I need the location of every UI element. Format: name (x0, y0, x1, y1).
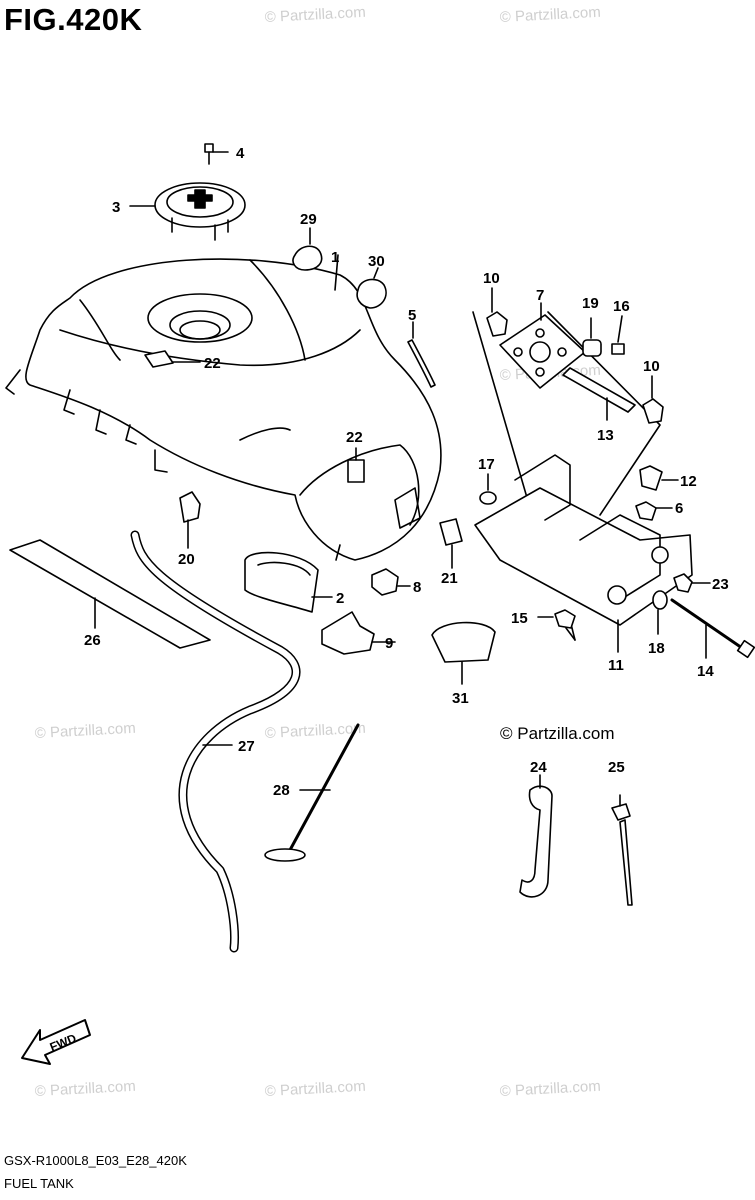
label-22 (144, 350, 174, 368)
callout-18: 18 (648, 640, 665, 657)
callout-3: 3 (112, 199, 120, 216)
callout-8: 8 (413, 579, 421, 596)
band-24 (519, 785, 553, 898)
fuel-tank-1 (5, 254, 442, 561)
watermark: © Partzilla.com (499, 1078, 601, 1100)
watermark: © Partzilla.com (34, 720, 136, 742)
washer-18 (652, 590, 668, 610)
callout-19: 19 (582, 295, 599, 312)
grommet-8 (371, 568, 399, 596)
callout-15: 15 (511, 610, 528, 627)
callout-5: 5 (408, 307, 416, 324)
nut-23 (673, 573, 693, 593)
callout-7: 7 (536, 287, 544, 304)
fwd-arrow (21, 1019, 91, 1065)
clip-12 (639, 465, 663, 491)
callout-16: 16 (613, 298, 630, 315)
nut-6 (635, 501, 657, 521)
callout-9: 9 (385, 635, 393, 652)
callout-31: 31 (452, 690, 469, 707)
callout-25: 25 (608, 759, 625, 776)
collar-19 (582, 339, 602, 357)
callout-6: 6 (675, 500, 683, 517)
bolt-15 (554, 609, 576, 629)
callout-21: 21 (441, 570, 458, 587)
drain-tube-28 (288, 723, 360, 852)
callout-29: 29 (300, 211, 317, 228)
figure-title: FIG.420K (4, 2, 143, 37)
callout-23: 23 (712, 576, 729, 593)
label-22 (347, 459, 365, 483)
cushion-10 (486, 311, 508, 337)
callout-10: 10 (483, 270, 500, 287)
pad-29 (292, 245, 323, 271)
callout-10: 10 (643, 358, 660, 375)
fuel-cap-3 (129, 182, 246, 241)
strip-5 (407, 339, 436, 388)
bracket-9 (321, 611, 375, 655)
label-21 (439, 518, 463, 546)
callout-17: 17 (478, 456, 495, 473)
callout-12: 12 (680, 473, 697, 490)
callout-30: 30 (368, 253, 385, 270)
part-group-name: FUEL TANK (4, 1176, 74, 1191)
callout-14: 14 (697, 663, 714, 680)
watermark: © Partzilla.com (34, 1078, 136, 1100)
watermark: © Partzilla.com (264, 720, 366, 742)
callout-13: 13 (597, 427, 614, 444)
bolt-16 (611, 343, 625, 355)
cushion-17 (479, 491, 497, 505)
watermark: © Partzilla.com (264, 4, 366, 26)
sheet-26 (9, 539, 211, 649)
tie-25 (611, 803, 631, 821)
callout-28: 28 (273, 782, 290, 799)
screw-4 (204, 143, 229, 165)
callout-layer: 1 2 3 4 5 6 7 8 9 10 10 11 12 13 14 15 1… (84, 145, 729, 799)
callout-22: 22 (346, 429, 363, 446)
watermark: © Partzilla.com (499, 4, 601, 26)
pad-31 (431, 621, 496, 663)
cushion-2 (244, 551, 333, 613)
callout-4: 4 (236, 145, 245, 162)
callout-27: 27 (238, 738, 255, 755)
cushion-10 (642, 398, 664, 424)
brand-label: © Partzilla.com (500, 724, 615, 743)
model-code: GSX-R1000L8_E03_E28_420K (4, 1153, 187, 1168)
pad-30 (356, 278, 387, 309)
callout-26: 26 (84, 632, 101, 649)
callout-24: 24 (530, 759, 547, 776)
damper-20 (179, 491, 201, 523)
watermark: © Partzilla.com (264, 1078, 366, 1100)
callout-2: 2 (336, 590, 344, 607)
callout-22: 22 (204, 355, 221, 372)
pipe-13 (562, 367, 636, 413)
callout-11: 11 (608, 657, 624, 674)
bolt-14 (670, 598, 755, 659)
callout-20: 20 (178, 551, 195, 568)
bracket-assy-11 (474, 454, 693, 653)
callout-1: 1 (331, 249, 339, 266)
